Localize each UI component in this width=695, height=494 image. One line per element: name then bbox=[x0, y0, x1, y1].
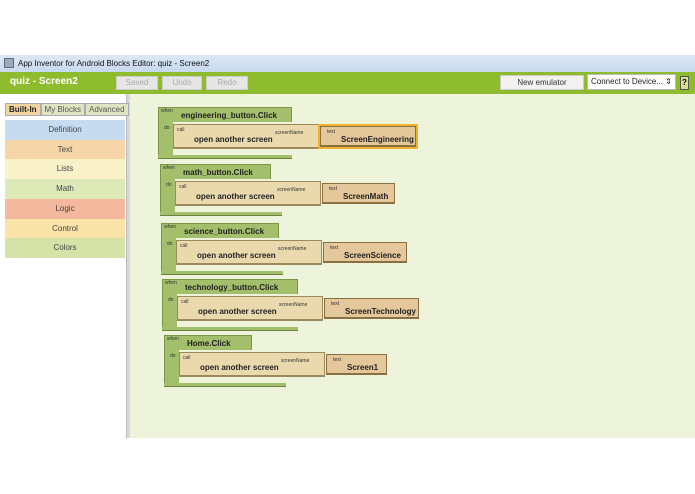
text-label: text bbox=[329, 186, 338, 192]
tab-built-in[interactable]: Built-In bbox=[5, 103, 41, 116]
project-name: quiz - Screen2 bbox=[10, 76, 78, 87]
when-label: when bbox=[164, 224, 176, 230]
window-title: App Inventor for Android Blocks Editor: … bbox=[18, 59, 210, 68]
param-label: screenName bbox=[278, 246, 307, 252]
text-label: text bbox=[331, 301, 340, 307]
param-label: screenName bbox=[275, 130, 304, 136]
call-label: call bbox=[181, 299, 189, 305]
tab-my-blocks[interactable]: My Blocks bbox=[40, 103, 85, 116]
event-footer bbox=[158, 155, 292, 159]
event-do-slot: do bbox=[164, 350, 179, 385]
text-value: ScreenTechnology bbox=[345, 307, 416, 316]
event-header[interactable]: when math_button.Click bbox=[160, 164, 271, 179]
event-name: engineering_button.Click bbox=[181, 111, 278, 120]
palette-category-lists[interactable]: Lists bbox=[5, 159, 125, 180]
connect-device-select[interactable]: Connect to Device... ⇕ bbox=[587, 74, 676, 90]
call-label: call bbox=[179, 184, 187, 190]
call-label: call bbox=[177, 127, 185, 133]
event-do-slot: do bbox=[158, 122, 173, 157]
title-bar: App Inventor for Android Blocks Editor: … bbox=[0, 55, 695, 72]
do-label: do bbox=[168, 297, 174, 303]
palette-category-math[interactable]: Math bbox=[5, 179, 125, 200]
procedure-name: open another screen bbox=[200, 363, 279, 372]
event-do-slot: do bbox=[161, 238, 176, 273]
event-header[interactable]: when technology_button.Click bbox=[162, 279, 298, 294]
tab-advanced[interactable]: Advanced bbox=[85, 103, 129, 116]
blocks-editor-window: App Inventor for Android Blocks Editor: … bbox=[0, 55, 695, 438]
text-value: ScreenMath bbox=[343, 192, 389, 201]
call-label: call bbox=[183, 355, 191, 361]
text-value: ScreenEngineering bbox=[341, 135, 414, 144]
param-label: screenName bbox=[279, 302, 308, 308]
procedure-name: open another screen bbox=[197, 251, 276, 260]
event-header[interactable]: when science_button.Click bbox=[161, 223, 279, 238]
redo-button[interactable]: Redo bbox=[206, 76, 248, 90]
procedure-name: open another screen bbox=[194, 135, 273, 144]
text-label: text bbox=[333, 357, 342, 363]
event-footer bbox=[162, 327, 298, 331]
toolbar: quiz - Screen2 Saved Undo Redo New emula… bbox=[0, 72, 695, 94]
do-label: do bbox=[164, 125, 170, 131]
text-label: text bbox=[330, 245, 339, 251]
do-label: do bbox=[167, 241, 173, 247]
call-label: call bbox=[180, 243, 188, 249]
event-do-slot: do bbox=[162, 294, 177, 329]
saved-button[interactable]: Saved bbox=[116, 76, 158, 90]
param-label: screenName bbox=[277, 187, 306, 193]
procedure-name: open another screen bbox=[198, 307, 277, 316]
when-label: when bbox=[167, 336, 179, 342]
palette-category-colors[interactable]: Colors bbox=[5, 238, 125, 259]
text-value: Screen1 bbox=[347, 363, 379, 372]
splitter-handle[interactable] bbox=[127, 94, 130, 438]
help-button[interactable]: ? bbox=[680, 76, 689, 90]
event-name: Home.Click bbox=[187, 339, 231, 348]
text-label: text bbox=[327, 129, 336, 135]
palette-category-text[interactable]: Text bbox=[5, 139, 125, 160]
event-footer bbox=[161, 271, 283, 275]
procedure-name: open another screen bbox=[196, 192, 275, 201]
when-label: when bbox=[165, 280, 177, 286]
event-footer bbox=[164, 383, 286, 387]
undo-button[interactable]: Undo bbox=[162, 76, 202, 90]
palette-tabs: Built-In My Blocks Advanced bbox=[5, 103, 129, 116]
app-icon bbox=[4, 58, 14, 68]
do-label: do bbox=[170, 353, 176, 359]
when-label: when bbox=[161, 108, 173, 114]
event-do-slot: do bbox=[160, 179, 175, 214]
palette-category-logic[interactable]: Logic bbox=[5, 198, 125, 219]
event-name: technology_button.Click bbox=[185, 283, 279, 292]
event-footer bbox=[160, 212, 282, 216]
new-emulator-button[interactable]: New emulator bbox=[500, 75, 584, 90]
when-label: when bbox=[163, 165, 175, 171]
param-label: screenName bbox=[281, 358, 310, 364]
event-header[interactable]: when engineering_button.Click bbox=[158, 107, 292, 122]
palette-category-definition[interactable]: Definition bbox=[5, 120, 125, 140]
event-name: science_button.Click bbox=[184, 227, 265, 236]
event-name: math_button.Click bbox=[183, 168, 253, 177]
do-label: do bbox=[166, 182, 172, 188]
palette-category-control[interactable]: Control bbox=[5, 218, 125, 239]
text-value: ScreenScience bbox=[344, 251, 401, 260]
